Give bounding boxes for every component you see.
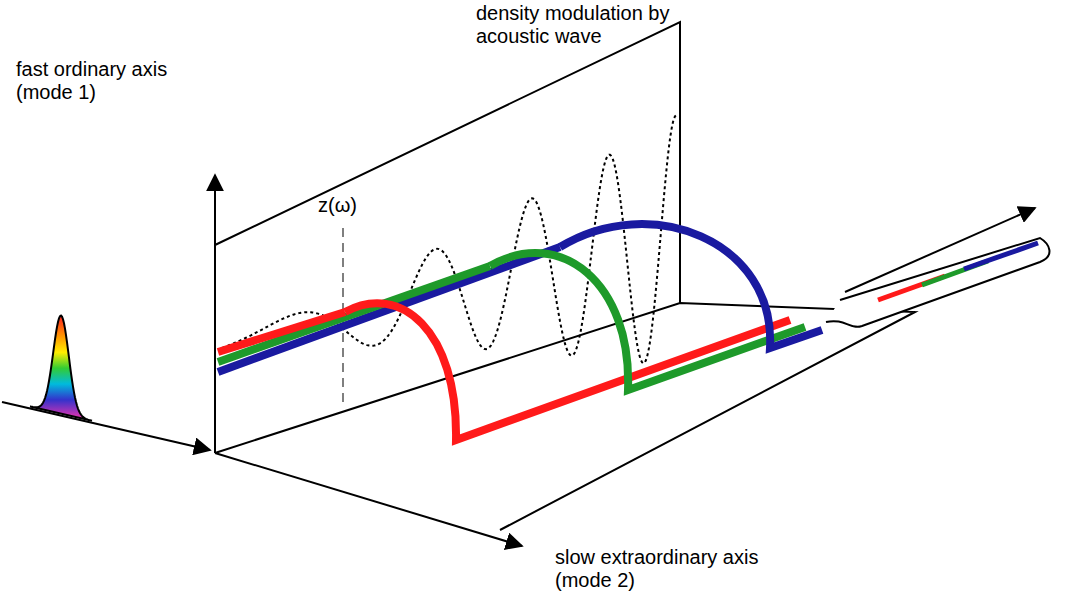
slow-axis (215, 453, 522, 546)
blue-path (560, 224, 822, 348)
output-spectrum (878, 243, 1038, 300)
axis-label: slow extraordinary axis (mode 2) (555, 546, 795, 592)
blue-path (218, 247, 560, 372)
output-arrow (845, 208, 1035, 292)
mode-paths (218, 224, 822, 440)
red-path (345, 303, 790, 440)
caption-label: density modulation by acoustic wave (476, 2, 706, 48)
fast-axis (214, 175, 216, 453)
input-pulse (30, 316, 92, 421)
position-label: z(ω) (318, 194, 378, 217)
green-path (218, 266, 490, 362)
red-path (218, 312, 345, 352)
axis-label: fast ordinary axis (mode 1) (16, 58, 196, 104)
green-path (490, 253, 805, 390)
input-axis (2, 402, 210, 450)
